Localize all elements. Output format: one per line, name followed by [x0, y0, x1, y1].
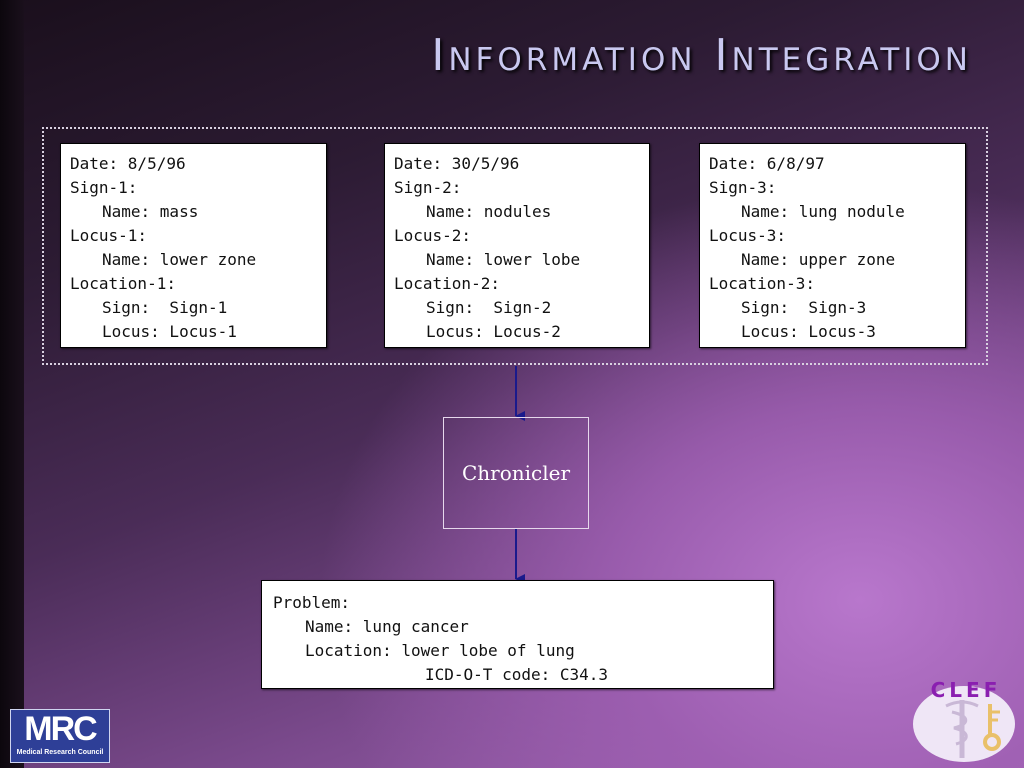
- record-sign-header: Sign-2:: [394, 178, 462, 197]
- record-location-locus: Locus: Locus-2: [426, 322, 561, 341]
- record-sign-name: Name: mass: [102, 202, 199, 221]
- record-locus-header: Locus-1:: [70, 226, 148, 245]
- left-edge-bar: [0, 0, 24, 768]
- record-locus-name: Name: lower lobe: [426, 250, 581, 269]
- clef-logo: CLEF: [912, 678, 1016, 762]
- record-location-header: Location-2:: [394, 274, 500, 293]
- problem-code: ICD-O-T code: C34.3: [425, 665, 609, 684]
- record-locus-header: Locus-2:: [394, 226, 472, 245]
- chronicler-box: Chronicler: [443, 417, 589, 529]
- problem-name: Name: lung cancer: [305, 617, 469, 636]
- record-date: Date: 8/5/96: [70, 154, 186, 173]
- record-sign-header: Sign-3:: [709, 178, 777, 197]
- record-location-locus: Locus: Locus-1: [102, 322, 237, 341]
- record-sign-name: Name: nodules: [426, 202, 552, 221]
- record-sign-header: Sign-1:: [70, 178, 138, 197]
- slide-title: Information Integration: [431, 30, 972, 81]
- record-location-sign: Sign: Sign-1: [102, 298, 228, 317]
- record-locus-name: Name: upper zone: [741, 250, 896, 269]
- record-date: Date: 6/8/97: [709, 154, 825, 173]
- records-group-border: [42, 127, 988, 365]
- clef-logo-text: CLEF: [930, 678, 1002, 702]
- record-locus-name: Name: lower zone: [102, 250, 257, 269]
- mrc-logo-subtitle: Medical Research Council: [16, 749, 104, 756]
- chronicler-label: Chronicler: [461, 461, 571, 485]
- record-date: Date: 30/5/96: [394, 154, 520, 173]
- mrc-logo: MRC Medical Research Council: [10, 709, 110, 763]
- mrc-logo-letters: MRC: [24, 710, 97, 748]
- record-locus-header: Locus-3:: [709, 226, 787, 245]
- problem-header: Problem:: [273, 593, 351, 612]
- record-sign-name: Name: lung nodule: [741, 202, 905, 221]
- clef-emblem-icon: [913, 686, 1015, 762]
- record-location-locus: Locus: Locus-3: [741, 322, 876, 341]
- record-location-header: Location-1:: [70, 274, 176, 293]
- record-location-sign: Sign: Sign-3: [741, 298, 867, 317]
- record-location-header: Location-3:: [709, 274, 815, 293]
- record-location-sign: Sign: Sign-2: [426, 298, 552, 317]
- problem-location: Location: lower lobe of lung: [305, 641, 575, 660]
